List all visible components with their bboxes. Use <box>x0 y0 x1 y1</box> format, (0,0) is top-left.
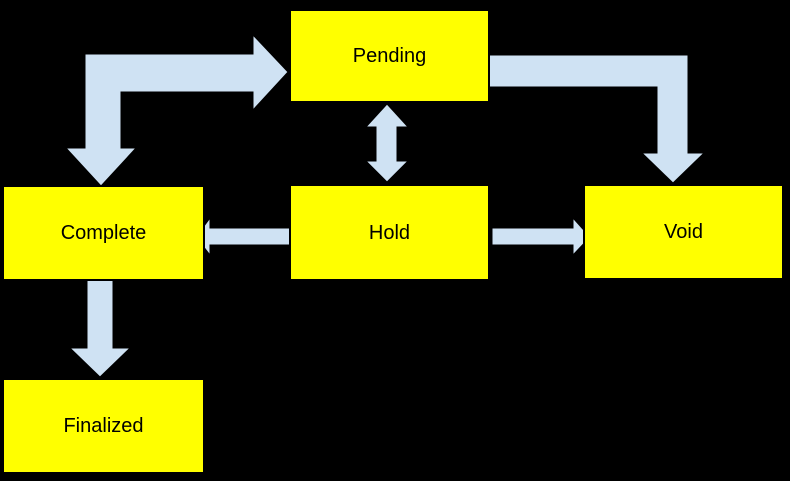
node-pending: Pending <box>289 9 490 103</box>
arrow-hold-to-complete <box>195 216 291 257</box>
arrow-pending-to-void <box>487 54 706 184</box>
node-void-label: Void <box>664 221 703 243</box>
node-void: Void <box>583 184 784 280</box>
arrow-hold-to-void <box>491 216 591 257</box>
arrow-pending-complete-bidirectional <box>64 33 289 187</box>
node-hold-label: Hold <box>368 221 411 244</box>
node-finalized-label: Finalized <box>63 415 144 437</box>
node-complete: Complete <box>2 185 205 281</box>
arrow-pending-hold-bidirectional <box>364 103 410 183</box>
node-pending-label: Pending <box>352 45 427 67</box>
arrow-complete-to-finalized <box>68 279 132 378</box>
node-finalized: Finalized <box>2 378 205 474</box>
node-complete-label: Complete <box>60 222 147 244</box>
node-hold: Hold <box>289 184 490 281</box>
